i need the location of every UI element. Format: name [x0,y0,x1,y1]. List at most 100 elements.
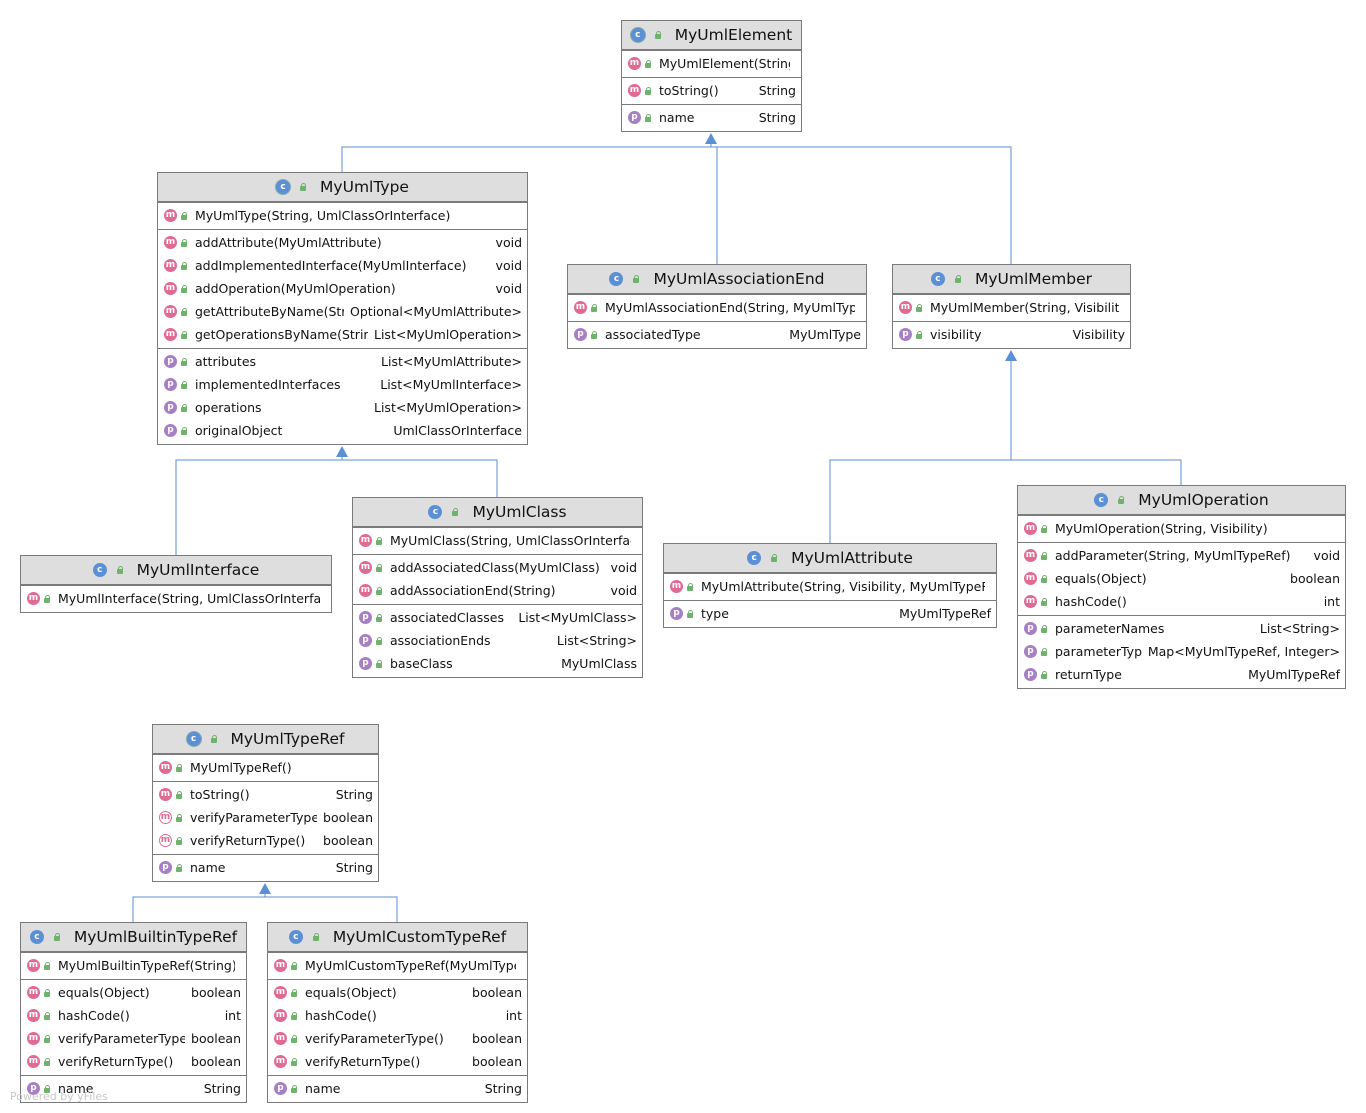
property-icon: p [670,607,683,620]
property-row[interactable]: pparameterTypesMap<MyUmlTypeRef, Integer… [1018,640,1345,663]
public-lock-icon [915,303,923,312]
member-name: MyUmlOperation(String, Visibility) [1055,521,1268,536]
public-lock-icon [180,357,188,366]
public-lock-icon [299,183,307,191]
public-lock-icon [644,59,652,68]
member-name: verifyReturnType() [58,1054,174,1069]
member-name: verifyReturnType() [190,833,306,848]
member-name: addImplementedInterface(MyUmlInterface) [195,258,467,273]
member-type: boolean [1290,571,1340,586]
method-icon: m [359,534,372,547]
class-name: MyUmlTypeRef [230,730,345,748]
member-type: List<String> [1259,621,1340,636]
property-icon: p [164,401,177,414]
public-lock-icon [43,961,51,970]
member-name: getAttributeByName(String) [195,304,345,319]
powered-by-footer: Powered by yFiles [10,1090,108,1103]
public-lock-icon [180,330,188,339]
member-type: Map<MyUmlTypeRef, Integer> [1147,644,1340,659]
method-row[interactable]: mgetAttributeByName(String)Optional<MyUm… [158,300,527,323]
property-icon: p [359,611,372,624]
member-name: implementedInterfaces [195,377,341,392]
inheritance-edge-myumlbuiltintyperef [132,893,266,922]
member-name: verifyParameterType() [58,1031,186,1046]
property-icon: p [164,424,177,437]
member-name: baseClass [390,656,453,671]
member-type: MyUmlClass [561,656,637,671]
method-icon: m [274,1009,287,1022]
member-type: UmlClassOrInterface [393,423,522,438]
member-type: List<MyUmlClass> [518,610,637,625]
public-lock-icon [375,563,383,572]
public-lock-icon [43,1034,51,1043]
public-lock-icon [116,566,124,574]
class-name: MyUmlClass [472,503,567,521]
public-lock-icon [375,659,383,668]
